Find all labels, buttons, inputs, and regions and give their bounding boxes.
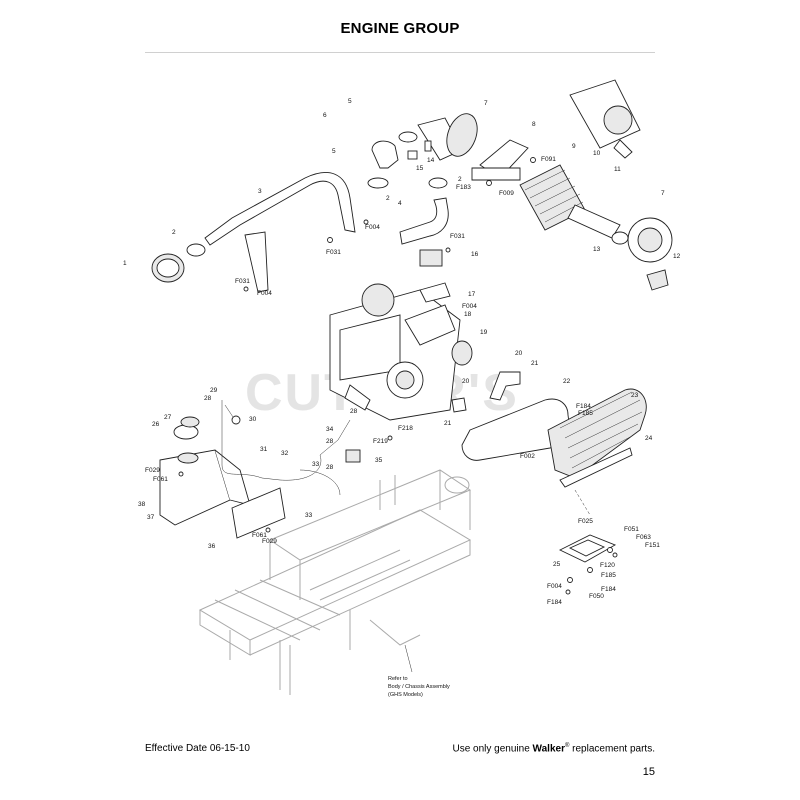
fastener-markers: [178, 157, 618, 595]
callout-30: 30: [249, 416, 257, 423]
callout-20: 20: [515, 350, 523, 357]
callout-36: 36: [208, 543, 216, 550]
callout-F002: F002: [520, 453, 535, 460]
callout-8: 8: [532, 121, 536, 128]
callout-21: 21: [531, 360, 539, 367]
callout-F031: F031: [450, 233, 465, 240]
callout-28: 28: [204, 395, 212, 402]
callout-18: 18: [464, 311, 472, 318]
callout-19: 19: [480, 329, 488, 336]
callout-F219: F219: [373, 438, 388, 445]
callout-22: 22: [563, 378, 571, 385]
callout-4: 4: [398, 200, 402, 207]
callout-F004: F004: [462, 303, 477, 310]
callout-F184: F184: [547, 599, 562, 606]
callout-7: 7: [484, 100, 488, 107]
effective-date: Effective Date 06-15-10: [145, 743, 250, 754]
callout-F183: F183: [456, 184, 471, 191]
callout-3: 3: [258, 188, 262, 195]
callout-28: 28: [326, 464, 334, 471]
callout-9: 9: [572, 143, 576, 150]
page-title: ENGINE GROUP: [340, 20, 460, 37]
footer-prefix: Use only genuine: [452, 743, 533, 755]
callout-F004: F004: [365, 224, 380, 231]
genuine-parts-note: Use only genuine Walker® replacement par…: [452, 743, 655, 754]
callout-F063: F063: [636, 534, 651, 541]
callout-F184: F184: [576, 403, 591, 410]
title-divider: [145, 52, 655, 53]
callout-5: 5: [332, 148, 336, 155]
callout-23: 23: [631, 392, 639, 399]
callout-38: 38: [138, 501, 146, 508]
callout-F050: F050: [589, 593, 604, 600]
callout-F185: F185: [601, 572, 616, 579]
engine: [329, 249, 473, 421]
callout-28: 28: [350, 408, 358, 415]
callout-13: 13: [593, 246, 601, 253]
air-intake-assembly: [151, 79, 673, 293]
callout-2: 2: [458, 176, 462, 183]
footer-suffix: replacement parts.: [569, 743, 655, 755]
callout-F218: F218: [398, 425, 413, 432]
callout-F151: F151: [645, 542, 660, 549]
callout-32: 32: [281, 450, 289, 457]
callout-F061: F061: [252, 532, 267, 539]
callout-F004: F004: [257, 290, 272, 297]
callout-5: 5: [348, 98, 352, 105]
callout-10: 10: [593, 150, 601, 157]
callout-F120: F120: [600, 562, 615, 569]
brand-name: Walker: [532, 743, 565, 755]
registered-mark: ®: [564, 743, 570, 749]
chassis-frame: [198, 469, 472, 695]
callout-2: 2: [172, 229, 176, 236]
callout-F029: F029: [262, 538, 277, 545]
callout-F029: F029: [145, 467, 160, 474]
callout-2: 2: [386, 195, 390, 202]
callout-17: 17: [468, 291, 476, 298]
callout-F004: F004: [547, 583, 562, 590]
callout-31: 31: [260, 446, 268, 453]
callout-20: 20: [462, 378, 470, 385]
callout-labels: 1235657891011712131415224F091F183F009F03…: [123, 98, 681, 606]
callout-24: 24: [645, 435, 653, 442]
callout-7: 7: [661, 190, 665, 197]
callout-15: 15: [416, 165, 424, 172]
refer-note-line-1: Refer to: [388, 676, 408, 682]
callout-35: 35: [375, 457, 383, 464]
callout-F051: F051: [624, 526, 639, 533]
callout-21: 21: [444, 420, 452, 427]
callout-33: 33: [305, 512, 313, 519]
page-number: 15: [642, 766, 655, 778]
callout-11: 11: [614, 166, 621, 173]
callout-6: 6: [323, 112, 327, 119]
callout-1: 1: [123, 260, 127, 267]
fuel-system: [159, 400, 361, 539]
callout-29: 29: [210, 387, 218, 394]
callout-25: 25: [553, 561, 561, 568]
callout-34: 34: [326, 426, 334, 433]
callout-27: 27: [164, 414, 172, 421]
refer-note-line-3: (GHS Models): [388, 692, 423, 698]
refer-note: Refer to Body / Chassis Assembly (GHS Mo…: [388, 676, 450, 698]
callout-14: 14: [427, 157, 435, 164]
callout-F031: F031: [235, 278, 250, 285]
callout-F185: F185: [578, 410, 593, 417]
callout-F025: F025: [578, 518, 593, 525]
callout-16: 16: [471, 251, 479, 258]
callout-F061: F061: [153, 476, 168, 483]
callout-F031: F031: [326, 249, 341, 256]
muffler-assembly: [451, 371, 647, 563]
callout-28: 28: [326, 438, 334, 445]
callout-F091: F091: [541, 156, 556, 163]
refer-note-line-2: Body / Chassis Assembly: [388, 684, 450, 690]
callout-37: 37: [147, 514, 155, 521]
callout-33: 33: [312, 461, 320, 468]
callout-26: 26: [152, 421, 160, 428]
callout-F009: F009: [499, 190, 514, 197]
callout-F184: F184: [601, 586, 616, 593]
callout-12: 12: [673, 253, 681, 260]
